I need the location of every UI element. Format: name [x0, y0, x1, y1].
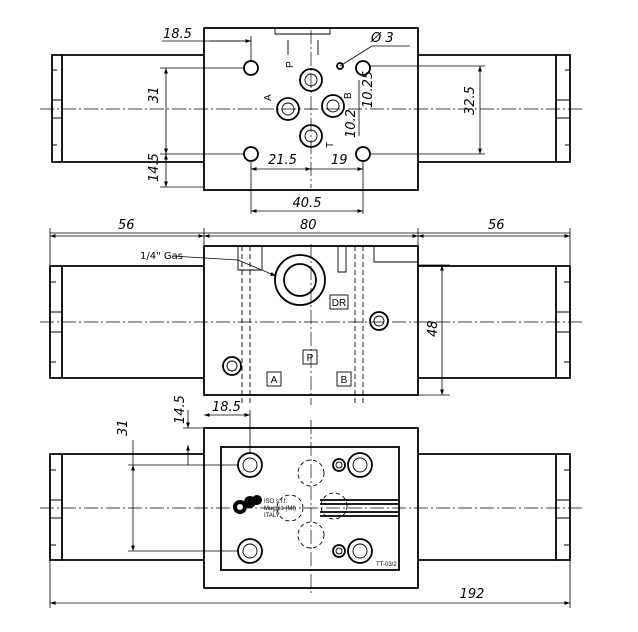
nameplate-line3: ITALY [264, 513, 280, 519]
top-left-solenoid [51, 54, 204, 163]
tag-p: P [307, 353, 314, 364]
middle-view: 56 80 56 1/4" Gas [40, 218, 585, 405]
mid-dim-48: 48 [426, 320, 441, 337]
bot-dim-192: 192 [460, 587, 485, 602]
port-a-label: A [263, 94, 274, 101]
bot-left-solenoid [49, 453, 204, 561]
bot-subplate [220, 446, 400, 571]
bot-right-solenoid [418, 453, 571, 561]
top-dim-40-5: 40.5 [293, 196, 322, 211]
top-dim-14-5: 14.5 [147, 153, 162, 182]
tag-dr: DR [332, 298, 346, 309]
tag-b: B [341, 375, 348, 386]
bot-dim-18-5: 18.5 [212, 400, 241, 415]
mid-dim-left-56: 56 [118, 218, 135, 233]
bottom-view: ISO s.r.l. Muggiò (MI) ITALY TT-03/2 14.… [40, 395, 585, 608]
top-ports [276, 68, 345, 148]
mid-dim-right-56: 56 [488, 218, 505, 233]
mid-screw-right [369, 311, 389, 331]
port-b-label: B [343, 92, 354, 99]
top-dim-10-25: 10.25 [361, 71, 376, 108]
port-p-label: P [285, 61, 296, 68]
bot-port-hints [276, 459, 348, 549]
port-t-label: T [325, 142, 336, 148]
top-view: P A B T 18.5 Ø 3 31 14.5 32.5 10.25 10.2 [40, 27, 585, 214]
top-dim-diameter-3: Ø 3 [370, 31, 394, 46]
top-dim-19: 19 [331, 153, 348, 168]
bot-holes [237, 452, 373, 564]
plate-code: TT-03/2 [376, 562, 397, 568]
bot-dim-31: 31 [116, 419, 131, 436]
top-right-solenoid [418, 54, 571, 163]
top-dim-32-5: 32.5 [463, 86, 478, 115]
mid-dim-80: 80 [300, 218, 317, 233]
top-dim-31: 31 [147, 86, 162, 103]
bot-dim-14-5: 14.5 [173, 395, 188, 424]
gas-label: 1/4" Gas [140, 251, 183, 262]
gas-port [274, 254, 326, 306]
tag-a: A [271, 375, 278, 386]
top-dim-18-5: 18.5 [163, 27, 192, 42]
nameplate-line2: Muggiò (MI) [264, 506, 296, 512]
mid-screw-left [222, 356, 242, 376]
iso-logo [233, 495, 262, 514]
nameplate-line1: ISO s.r.l. [264, 499, 287, 505]
top-dim-10-2: 10.2 [344, 109, 359, 138]
top-dim-21-5: 21.5 [268, 153, 297, 168]
